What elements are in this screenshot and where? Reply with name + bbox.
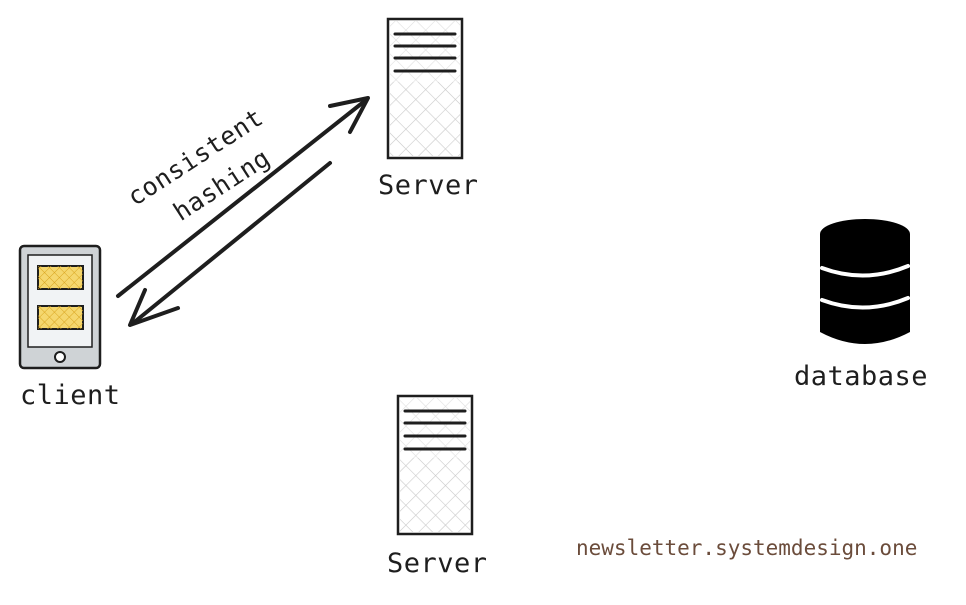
server-bottom-label: Server bbox=[387, 548, 488, 579]
server-bottom-icon bbox=[396, 394, 474, 536]
database-icon bbox=[820, 219, 910, 344]
watermark-text: newsletter.systemdesign.one bbox=[576, 536, 918, 560]
database-label: database bbox=[794, 361, 929, 392]
client-device-icon bbox=[18, 244, 102, 370]
server-top-label: Server bbox=[378, 170, 479, 201]
arrow-client-to-server bbox=[116, 96, 370, 298]
server-top-icon bbox=[386, 17, 464, 160]
arrow-server-to-client bbox=[128, 161, 332, 327]
client-label: client bbox=[20, 380, 121, 411]
